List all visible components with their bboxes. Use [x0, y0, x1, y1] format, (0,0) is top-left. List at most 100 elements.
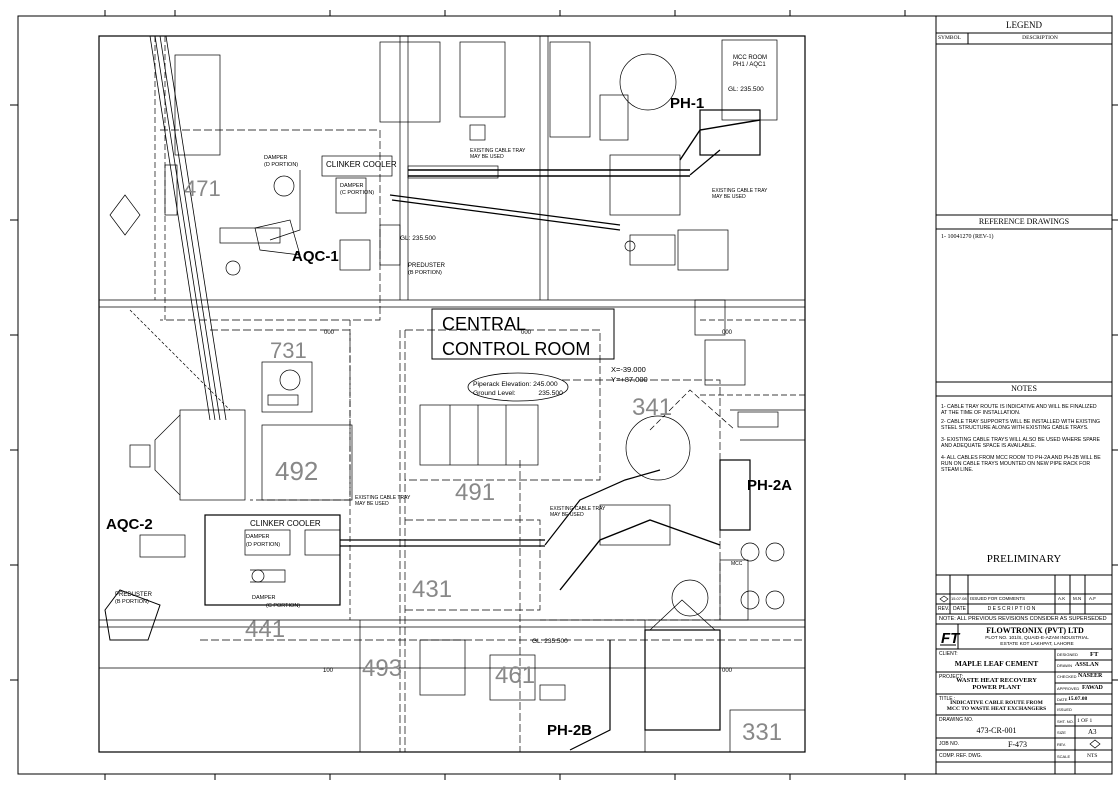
central-label-2: CONTROL ROOM: [442, 339, 590, 359]
preduster2-1: PREDUSTER: [115, 592, 153, 598]
sht-label: SHT. NO.: [1057, 719, 1074, 724]
legend-description-header: DESCRIPTION: [1022, 35, 1058, 41]
rev-row-c1: A.K: [1058, 596, 1066, 601]
company-name: FLOWTRONIX (PVT) LTD: [986, 626, 1084, 635]
approved-label: APPROVED: [1057, 686, 1080, 691]
piperack-bubble: [467, 372, 569, 402]
job-no: F-473: [1007, 740, 1028, 749]
rev-label: REV.: [1057, 742, 1066, 747]
designed-value: FT: [1090, 651, 1099, 658]
rev-row-c2: M.N: [1073, 596, 1082, 601]
project-line-1: WASTE HEAT RECOVERY: [956, 677, 1037, 684]
area-492: 492: [275, 456, 318, 486]
preduster1-2: (B PORTION): [408, 270, 442, 276]
project-line-2: POWER PLANT: [972, 684, 1021, 691]
damper3-2: (C PORTION): [266, 603, 300, 609]
approved-value: FAWAD: [1082, 685, 1103, 691]
area-493: 493: [362, 655, 402, 682]
designed-label: DESIGNED: [1057, 652, 1078, 657]
gl-1: GL: 235.500: [728, 86, 764, 93]
border-ticks: [10, 10, 1118, 780]
rev-row-desc: ISSUED FOR COMMENTS: [970, 596, 1026, 601]
checked-label: CHECKED: [1057, 674, 1077, 679]
title-label: TITLE :: [939, 696, 956, 702]
company-address-2: ESTATE KOT LAKHPAT, LAHORE: [1000, 642, 1074, 647]
aqc2-label: AQC-2: [106, 516, 153, 533]
area-471: 471: [184, 176, 221, 201]
drawing-no-label: DRAWING NO.: [939, 717, 974, 723]
company-logo-icon: FT: [940, 630, 961, 647]
drawing-no: 473-CR-001: [976, 726, 1017, 735]
legend-title: LEGEND: [1006, 20, 1042, 30]
dim-000-c: 000: [722, 330, 733, 336]
rev-diamond-icon: [939, 595, 949, 603]
rev-diamond-icon-2: [1089, 739, 1101, 749]
note-4: 4- ALL CABLES FROM MCC ROOM TO PH-2A AND…: [941, 455, 1101, 474]
comp-ref-label: COMP. REF. DWG.: [939, 753, 982, 759]
dim-000-d: 000: [722, 668, 733, 674]
dim-000-a: 000: [324, 330, 335, 336]
size-label: SIZE: [1057, 730, 1066, 735]
damper-c-1: DAMPER: [340, 183, 364, 189]
client-label: CLIENT:: [939, 651, 958, 657]
area-341: 341: [632, 394, 672, 421]
ph1-label: PH-1: [670, 95, 704, 112]
gl-2: GL: 235.500: [400, 235, 436, 242]
scale-value: NTS: [1087, 753, 1098, 759]
size-value: A3: [1088, 728, 1097, 736]
ect-3b: MAY BE USED: [355, 501, 389, 507]
ect-4a: EXISTING CABLE TRAY: [550, 506, 606, 512]
plan-labels: 471 731 492 491 341 431 441 493 461 331 …: [106, 55, 792, 746]
scale-label: SCALE: [1057, 754, 1071, 759]
drawn-label: DRAWN: [1057, 663, 1072, 668]
notes-title: NOTES: [1011, 384, 1037, 393]
ect-1b: MAY BE USED: [470, 154, 504, 160]
ect-4b: MAY BE USED: [550, 512, 584, 518]
note-2: 2- CABLE TRAY SUPPORTS WILL BE INSTALLED…: [941, 419, 1101, 432]
rev-header-desc: D E S C R I P T I O N: [987, 606, 1036, 612]
damper-d-2: (D PORTION): [264, 162, 298, 168]
titleblock-frame: [935, 15, 1113, 775]
reference-item: 1- 10041270 (REV-1): [941, 234, 994, 240]
title-line-1: INDICATIVE CABLE ROUTE FROM: [950, 700, 1043, 706]
ect-2a: EXISTING CABLE TRAY: [712, 188, 768, 194]
legend-symbol-header: SYMBOL: [938, 35, 961, 41]
mcc-room-1: MCC ROOM: [733, 55, 767, 61]
aqc1-label: AQC-1: [292, 248, 339, 265]
reference-title: REFERENCE DRAWINGS: [978, 217, 1070, 226]
job-no-label: JOB NO.: [939, 741, 960, 747]
preduster2-2: (B PORTION): [115, 599, 149, 605]
preliminary-stamp: PRELIMINARY: [986, 553, 1062, 565]
dim-000-b: 000: [521, 330, 532, 336]
rev-header-rev: REV.: [938, 606, 950, 612]
note-1: 1- CABLE TRAY ROUTE IS INDICATIVE AND WI…: [941, 404, 1097, 417]
project-label: PROJECT:: [939, 674, 964, 680]
central-label-1: CENTRAL: [442, 314, 526, 334]
damper2-2: (D PORTION): [246, 542, 280, 548]
drawn-value: ASSLAN: [1075, 662, 1099, 668]
mcc-tag: MCC: [731, 561, 743, 567]
damper-d-1: DAMPER: [264, 155, 288, 161]
svg-text:FT: FT: [941, 630, 961, 647]
mcc-room-2: PH1 / AQC1: [733, 62, 766, 68]
date-value: 15.07.08: [1068, 696, 1088, 702]
area-331: 331: [742, 719, 782, 746]
area-491: 491: [455, 479, 495, 506]
dim-100-a: 100: [323, 668, 334, 674]
area-731: 731: [270, 338, 307, 363]
rev-header-date: DATE: [953, 606, 966, 612]
sht-value: 1 OF 1: [1077, 718, 1093, 724]
area-461: 461: [495, 662, 535, 689]
gl-3: GL: 235.500: [532, 638, 568, 645]
damper3-1: DAMPER: [252, 595, 276, 601]
ect-3a: EXISTING CABLE TRAY: [355, 495, 411, 501]
checked-value: NASEER: [1078, 673, 1103, 679]
note-superseded: NOTE: ALL PREVIOUS REVISIONS CONSIDER AS…: [939, 616, 1107, 622]
preduster1-1: PREDUSTER: [408, 263, 446, 269]
title-line-2: MCC TO WASTE HEAT EXCHANGERS: [946, 706, 1047, 712]
clinker-cooler-1: CLINKER COOLER: [326, 160, 397, 169]
piperack-gl: Ground Level: 235.500: [473, 390, 563, 397]
ect-1a: EXISTING CABLE TRAY: [470, 148, 526, 154]
